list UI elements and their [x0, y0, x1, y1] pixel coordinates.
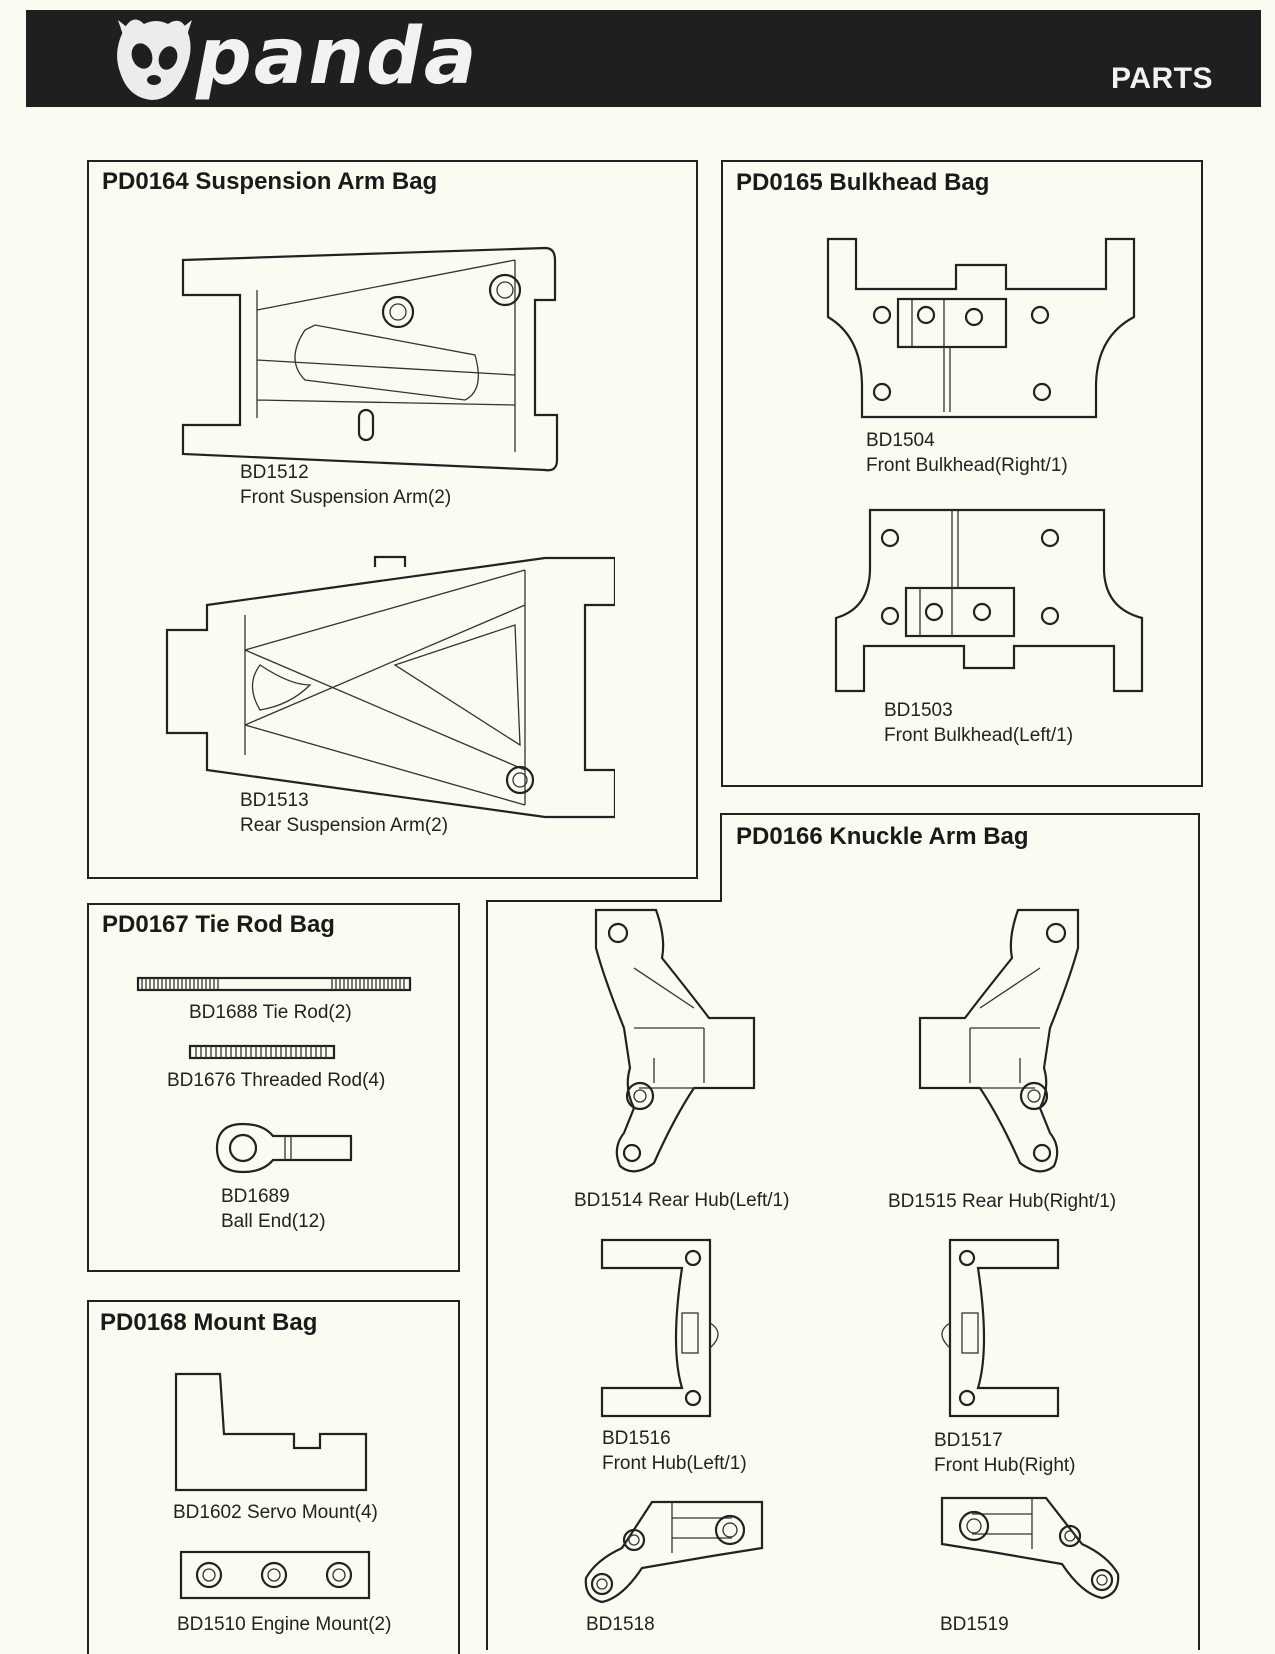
rear-hub-left-drawing	[594, 908, 756, 1173]
part-code: BD1516	[602, 1428, 671, 1449]
ball-end-drawing	[215, 1122, 353, 1174]
servo-mount-drawing	[174, 1372, 368, 1492]
part-label: BD1510 Engine Mount(2)	[177, 1614, 392, 1635]
front-bulkhead-left-drawing	[834, 508, 1144, 693]
knuckle-arm-right-drawing	[940, 1496, 1120, 1600]
part-code: BD1513	[240, 790, 309, 811]
rear-suspension-arm-drawing	[165, 555, 615, 819]
rear-hub-right-drawing	[918, 908, 1080, 1173]
engine-mount-drawing	[179, 1550, 371, 1600]
knuckle-arm-left-drawing	[584, 1500, 764, 1604]
part-name: Rear Suspension Arm(2)	[240, 815, 449, 836]
part-name: Ball End(12)	[221, 1211, 326, 1232]
part-name: Front Bulkhead(Right/1)	[866, 455, 1068, 476]
part-name: Front Hub(Left/1)	[602, 1453, 747, 1474]
section-label: PARTS	[1111, 62, 1213, 95]
panel-bulkhead-bag	[721, 160, 1203, 787]
panel-title: PD0166 Knuckle Arm Bag	[736, 823, 1029, 850]
part-label: BD1676 Threaded Rod(4)	[167, 1070, 386, 1091]
part-label: BD1688 Tie Rod(2)	[189, 1002, 352, 1023]
tie-rod-drawing	[136, 976, 412, 992]
panel-title: PD0167 Tie Rod Bag	[102, 911, 335, 938]
panel-title: PD0164 Suspension Arm Bag	[102, 168, 438, 195]
front-hub-right-drawing	[941, 1238, 1060, 1418]
front-hub-left-drawing	[600, 1238, 719, 1418]
panel-knuckle-arm-bag	[486, 813, 1200, 1650]
part-code: BD1518	[586, 1614, 655, 1635]
part-label: BD1515 Rear Hub(Right/1)	[888, 1191, 1117, 1212]
part-label: BD1602 Servo Mount(4)	[173, 1502, 378, 1523]
part-code: BD1517	[934, 1430, 1003, 1451]
part-code: BD1519	[940, 1614, 1009, 1635]
part-label: BD1514 Rear Hub(Left/1)	[574, 1190, 790, 1211]
panel-title: PD0168 Mount Bag	[100, 1309, 318, 1336]
part-code: BD1504	[866, 430, 935, 451]
brand-logotype: panda	[196, 12, 479, 102]
page-header: panda PARTS	[26, 10, 1261, 107]
part-code: BD1689	[221, 1186, 290, 1207]
part-name: Front Bulkhead(Left/1)	[884, 725, 1074, 746]
part-name: Front Hub(Right)	[934, 1455, 1076, 1476]
panda-head-icon	[117, 19, 192, 100]
part-code: BD1512	[240, 462, 309, 483]
panel-mount-bag	[87, 1300, 460, 1654]
front-bulkhead-right-drawing	[826, 237, 1136, 419]
panel-suspension-arm-bag	[87, 160, 698, 879]
threaded-rod-drawing	[188, 1044, 336, 1060]
panel-tie-rod-bag	[87, 903, 460, 1272]
panel-title: PD0165 Bulkhead Bag	[736, 169, 990, 196]
front-suspension-arm-drawing	[181, 246, 559, 472]
part-code: BD1503	[884, 700, 953, 721]
part-name: Front Suspension Arm(2)	[240, 487, 452, 508]
